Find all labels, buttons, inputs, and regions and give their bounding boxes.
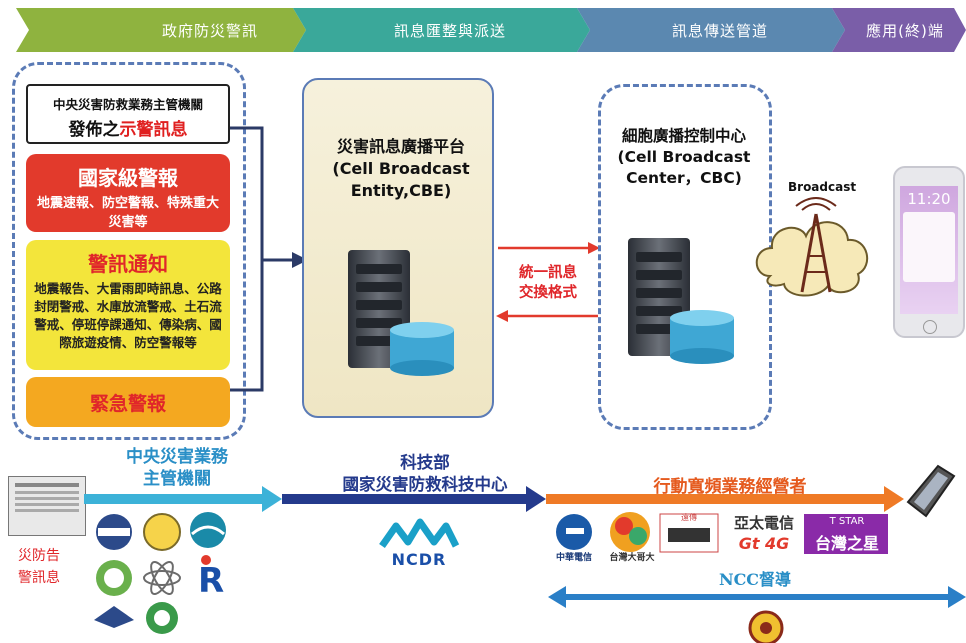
- warning-source-group: [12, 62, 246, 440]
- logo-aptg: 亞太電信: [733, 514, 794, 532]
- authority-line2-prefix: 發佈之: [68, 120, 120, 140]
- exchange-arrows: [496, 242, 600, 322]
- logo-tstar: 台灣之星: [814, 534, 879, 553]
- exchange-label: 統一訊息 交換格式: [502, 263, 594, 303]
- ncdr-logo: [379, 518, 460, 549]
- stage-endpoint: 應用(終)端: [866, 21, 944, 40]
- exchange-line1: 統一訊息: [519, 265, 577, 281]
- central-authority-title: 中央災害業務 主管機關: [92, 446, 262, 490]
- most-line2: 國家災害防救科技中心: [342, 475, 508, 494]
- logo-aptg-sub: Gt 4G: [738, 534, 790, 553]
- central-line2: 主管機關: [143, 469, 211, 489]
- agency-logos: R: [94, 512, 226, 634]
- broadcast-tower-icon: [755, 197, 868, 297]
- alert-caption-line1: 災防告: [18, 548, 60, 564]
- phone-icon: 11:20: [893, 166, 965, 338]
- source-to-cbe-arrow: [230, 126, 308, 392]
- logo-tstar-sub: T STAR: [829, 516, 865, 527]
- authority-line2-highlight: 示警訊息: [119, 120, 188, 140]
- stage-banner: [16, 8, 966, 52]
- ncc-arrow: [548, 586, 966, 608]
- alert-message-thumbnail: [8, 476, 86, 536]
- bottom-flow-arrows: [84, 486, 904, 512]
- ncdr-text: NCDR: [391, 550, 447, 569]
- logo-cht: 中華電信: [555, 553, 592, 563]
- telecom-logos: [556, 512, 888, 554]
- notice-body: 地震報告、大雷雨即時訊息、公路封閉警戒、水庫放流警戒、土石流警戒、停班停課通知、…: [34, 281, 222, 350]
- national-alert-body: 地震速報、防空警報、特殊重大災害等: [36, 196, 219, 230]
- alert-caption: 災防告 警訊息: [18, 545, 60, 589]
- cbe-label: 災害訊息廣播平台(Cell Broadcast Entity,CBE): [332, 137, 470, 200]
- notice-box: 警訊通知 地震報告、大雷雨即時訊息、公路封閉警戒、水庫放流警戒、土石流警戒、停班…: [26, 240, 230, 370]
- exchange-line2: 交換格式: [519, 285, 577, 301]
- authority-box: 中央災害防救業務主管機關 發佈之示警訊息: [26, 84, 230, 144]
- cbc-label: 細胞廣播控制中心(Cell Broadcast Center，CBC): [617, 127, 751, 187]
- most-title: 科技部 國家災害防救科技中心: [300, 452, 550, 496]
- authority-line1: 中央災害防救業務主管機關: [52, 97, 203, 112]
- stage-aggregation: 訊息匯整與派送: [393, 21, 506, 40]
- ncc-label: NCC督導: [718, 570, 792, 589]
- alert-caption-line2: 警訊息: [18, 570, 60, 586]
- phone-time: 11:20: [907, 190, 951, 208]
- logo-twm: 台灣大哥大: [609, 553, 655, 563]
- stage-gov-warning: 政府防災警訊: [161, 21, 258, 40]
- national-alert-title: 國家級警報: [78, 166, 178, 190]
- logo-fet: 遠傳: [681, 513, 697, 522]
- mobile-phone-icon: [906, 464, 956, 518]
- operators-title: 行動寬頻業務經營者: [653, 477, 807, 497]
- national-alert-box: 國家級警報 地震速報、防空警報、特殊重大災害等: [26, 154, 230, 232]
- most-line1: 科技部: [400, 453, 450, 472]
- notice-title: 警訊通知: [88, 252, 168, 276]
- ncc-logo: [748, 610, 784, 643]
- svg-text:R: R: [198, 561, 224, 601]
- emergency-title: 緊急警報: [89, 393, 166, 415]
- broadcast-label: Broadcast: [788, 180, 857, 194]
- stage-channel: 訊息傳送管道: [671, 21, 768, 40]
- emergency-box: 緊急警報: [26, 377, 230, 427]
- central-line1: 中央災害業務: [126, 447, 228, 467]
